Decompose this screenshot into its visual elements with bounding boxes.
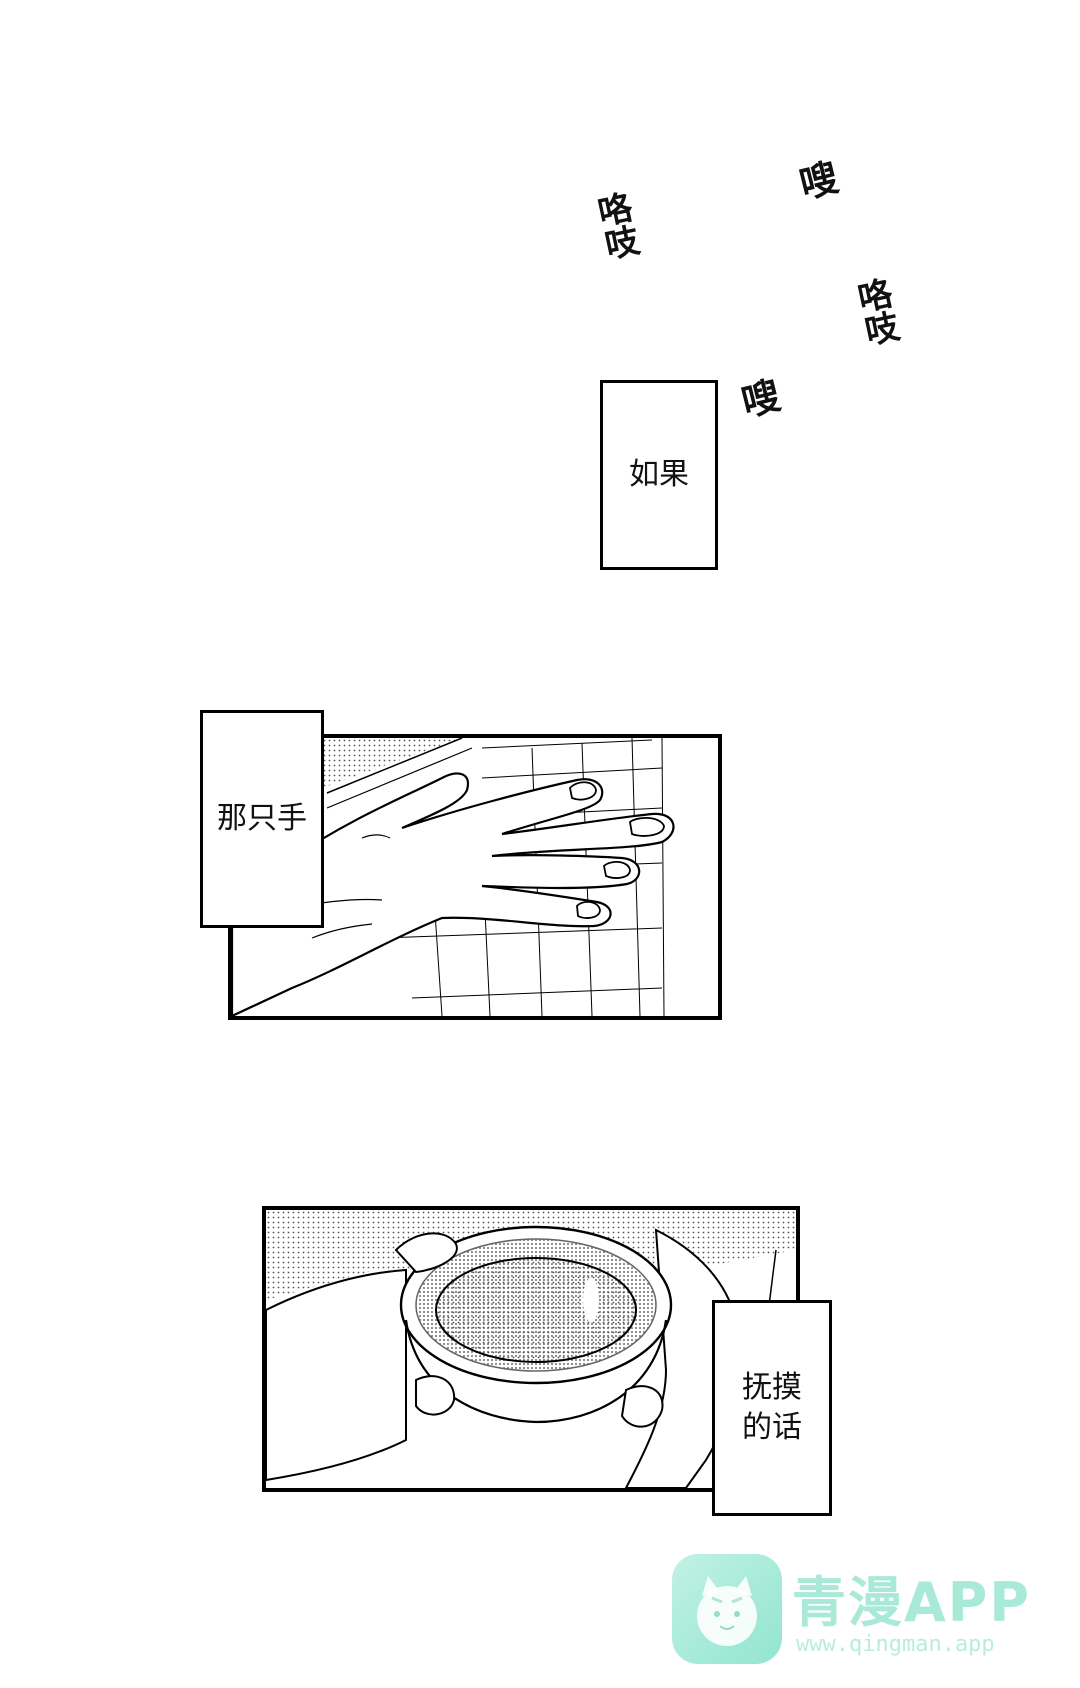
sfx-creak-top-left: 咯吱: [588, 188, 642, 264]
caption-caress-text: 抚摸的话: [742, 1369, 802, 1446]
sfx-creak-right: 咯吱: [848, 274, 902, 350]
watermark-url: www.qingman.app: [796, 1632, 995, 1657]
caption-that-hand: 那只手: [200, 710, 324, 928]
caption-caress: 抚摸的话: [712, 1300, 832, 1516]
sfx-swish-middle: 嗖: [737, 373, 785, 425]
panel-cup-in-hands: [262, 1206, 800, 1492]
watermark: 青漫APP www.qingman.app: [672, 1552, 1052, 1672]
cup-in-hands-drawing: [266, 1210, 796, 1488]
caption-if: 如果: [600, 380, 718, 570]
watermark-title: 青漫APP: [792, 1571, 1031, 1634]
sfx-swish-top-right: 嗖: [795, 155, 843, 207]
cat-logo-icon: [672, 1554, 782, 1664]
